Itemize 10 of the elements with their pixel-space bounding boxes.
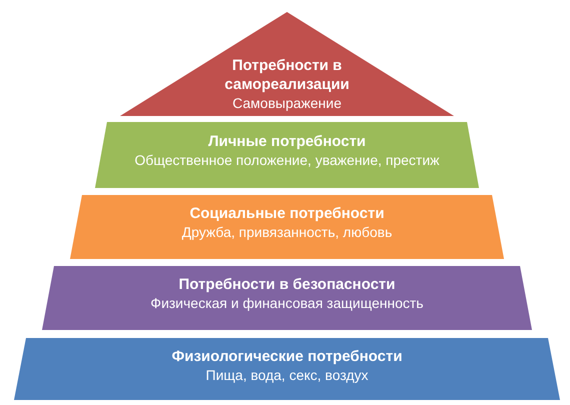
tier-heading: Физиологические потребности (170, 347, 404, 366)
tier-description: Физическая и финансовая защищенность (150, 294, 424, 313)
tier-description: Общественное положение, уважение, престиж (134, 151, 440, 170)
tier-heading: Социальные потребности (188, 204, 386, 223)
tier-heading: Личные потребности (207, 132, 367, 151)
tier-heading: Потребности в безопасности (178, 275, 396, 294)
tier-description: Пища, вода, секс, воздух (204, 366, 370, 385)
tier-description: Дружба, привязанность, любовь (180, 223, 394, 242)
tier-description: Самовыражение (231, 94, 343, 113)
tier-heading: Потребности в самореализации (224, 56, 350, 94)
